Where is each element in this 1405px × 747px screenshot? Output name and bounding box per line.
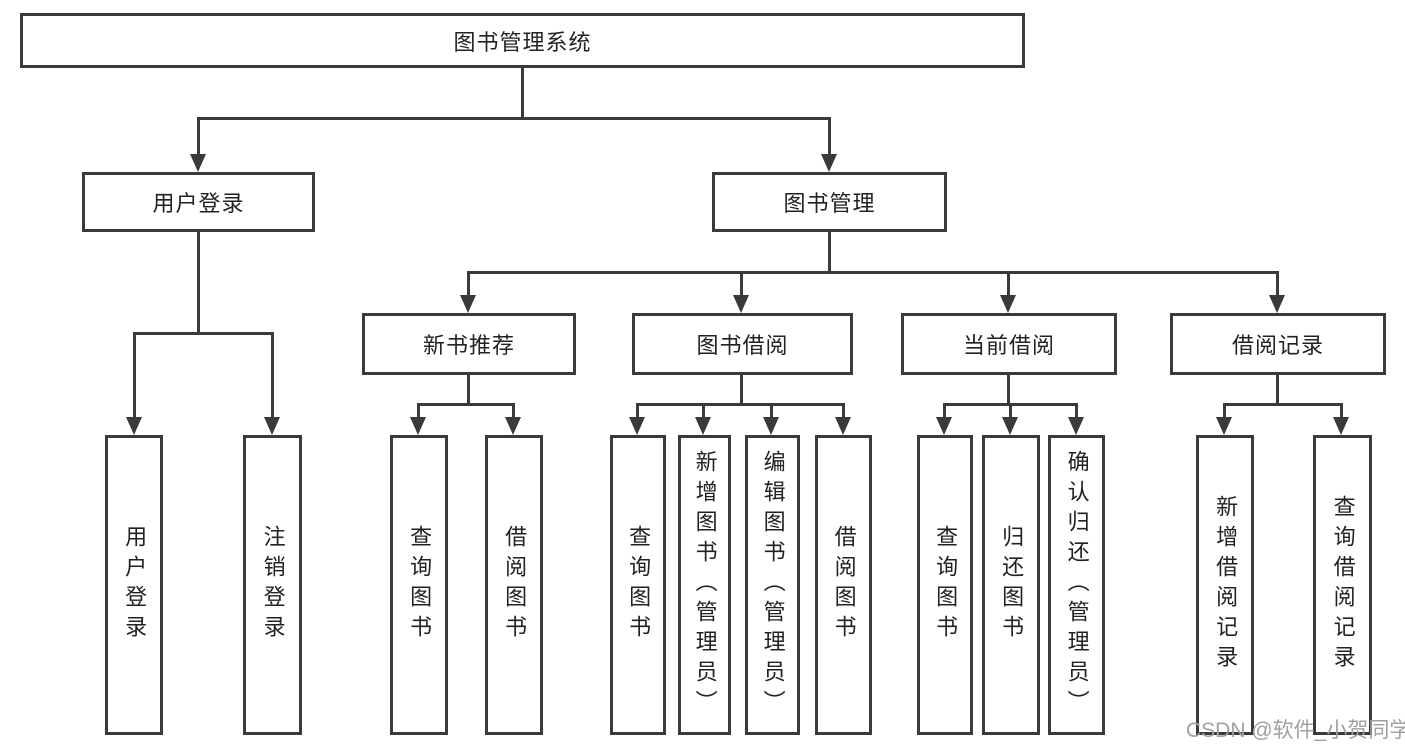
connector-line: [417, 403, 420, 419]
leaf-records-add-record-label: 新增借阅记录: [1213, 495, 1239, 675]
arrow-down-icon: [1269, 295, 1285, 313]
connector-line: [1276, 375, 1279, 406]
leaf-user-login: 用户登录: [105, 435, 163, 735]
node-user-login-label: 用户登录: [152, 191, 245, 216]
arrow-down-icon: [821, 154, 837, 172]
connector-line: [828, 117, 831, 157]
leaf-records-add-record: 新增借阅记录: [1196, 435, 1254, 735]
node-root: 图书管理系统: [20, 13, 1025, 68]
connector-line: [943, 403, 946, 419]
leaf-borrowing-add-books: 新增图书（管理员）: [678, 435, 731, 735]
leaf-current-return-books-label: 归还图书: [999, 525, 1025, 645]
arrow-down-icon: [1068, 417, 1084, 435]
connector-line: [467, 271, 1279, 274]
leaf-recommend-query-books: 查询图书: [390, 435, 448, 735]
node-user-login: 用户登录: [82, 172, 315, 232]
leaf-borrowing-add-books-label: 新增图书（管理员）: [692, 450, 718, 720]
leaf-borrowing-query-books-label: 查询图书: [626, 525, 652, 645]
connector-line: [197, 232, 200, 332]
leaf-borrowing-query-books: 查询图书: [610, 435, 666, 735]
connector-line: [740, 375, 743, 406]
arrow-down-icon: [126, 417, 142, 435]
connector-line: [197, 117, 831, 120]
arrow-down-icon: [835, 417, 851, 435]
leaf-recommend-query-books-label: 查询图书: [407, 525, 433, 645]
arrow-down-icon: [410, 417, 426, 435]
leaf-borrowing-edit-books: 编辑图书（管理员）: [745, 435, 800, 735]
leaf-records-query-record: 查询借阅记录: [1313, 435, 1372, 735]
connector-line: [1007, 375, 1010, 406]
leaf-borrowing-borrow-books-label: 借阅图书: [831, 525, 857, 645]
leaf-current-query-books-label: 查询图书: [933, 525, 959, 645]
connector-line: [521, 68, 524, 120]
connector-line: [1223, 403, 1343, 406]
node-new-book-recommend: 新书推荐: [362, 313, 576, 375]
node-current-borrowing: 当前借阅: [901, 313, 1117, 375]
connector-line: [1340, 403, 1343, 419]
arrow-down-icon: [505, 417, 521, 435]
leaf-current-confirm-return: 确认归还（管理员）: [1048, 435, 1105, 735]
node-book-borrowing: 图书借阅: [632, 313, 853, 375]
arrow-down-icon: [1333, 417, 1349, 435]
node-book-management: 图书管理: [712, 172, 947, 232]
leaf-recommend-borrow-books: 借阅图书: [485, 435, 543, 735]
watermark: CSDN @软件_小贺同学: [1186, 719, 1405, 742]
connector-line: [1007, 271, 1010, 297]
node-current-borrowing-label: 当前借阅: [962, 333, 1055, 358]
connector-line: [1223, 403, 1226, 419]
connector-line: [770, 403, 773, 419]
connector-line: [828, 232, 831, 274]
connector-line: [512, 403, 515, 419]
arrow-down-icon: [629, 417, 645, 435]
leaf-borrowing-edit-books-label: 编辑图书（管理员）: [760, 450, 786, 720]
arrow-down-icon: [695, 417, 711, 435]
connector-line: [842, 403, 845, 419]
connector-line: [417, 403, 515, 406]
node-borrowing-records-label: 借阅记录: [1231, 333, 1324, 358]
connector-line: [197, 117, 200, 157]
connector-line: [133, 332, 136, 419]
node-book-management-label: 图书管理: [783, 191, 876, 216]
arrow-down-icon: [1002, 417, 1018, 435]
connector-line: [271, 332, 274, 419]
leaf-recommend-borrow-books-label: 借阅图书: [502, 525, 528, 645]
leaf-records-query-record-label: 查询借阅记录: [1330, 495, 1356, 675]
node-borrowing-records: 借阅记录: [1170, 313, 1386, 375]
connector-line: [467, 271, 470, 297]
connector-line: [636, 403, 845, 406]
arrow-down-icon: [190, 154, 206, 172]
connector-line: [1009, 403, 1012, 419]
leaf-logout: 注销登录: [243, 435, 302, 735]
connector-line: [1276, 271, 1279, 297]
arrow-down-icon: [763, 417, 779, 435]
arrow-down-icon: [264, 417, 280, 435]
leaf-user-login-label: 用户登录: [122, 525, 148, 645]
arrow-down-icon: [1216, 417, 1232, 435]
connector-line: [702, 403, 705, 419]
leaf-borrowing-borrow-books: 借阅图书: [815, 435, 872, 735]
leaf-logout-label: 注销登录: [260, 525, 286, 645]
connector-line: [133, 332, 274, 335]
node-new-book-recommend-label: 新书推荐: [422, 333, 515, 358]
connector-line: [740, 271, 743, 297]
arrow-down-icon: [733, 295, 749, 313]
connector-line: [1075, 403, 1078, 419]
arrow-down-icon: [1000, 295, 1016, 313]
node-book-borrowing-label: 图书借阅: [696, 333, 789, 358]
leaf-current-confirm-return-label: 确认归还（管理员）: [1064, 450, 1090, 720]
connector-line: [467, 375, 470, 406]
arrow-down-icon: [460, 295, 476, 313]
arrow-down-icon: [936, 417, 952, 435]
node-root-label: 图书管理系统: [453, 29, 592, 55]
leaf-current-return-books: 归还图书: [982, 435, 1040, 735]
connector-line: [636, 403, 639, 419]
leaf-current-query-books: 查询图书: [917, 435, 973, 735]
